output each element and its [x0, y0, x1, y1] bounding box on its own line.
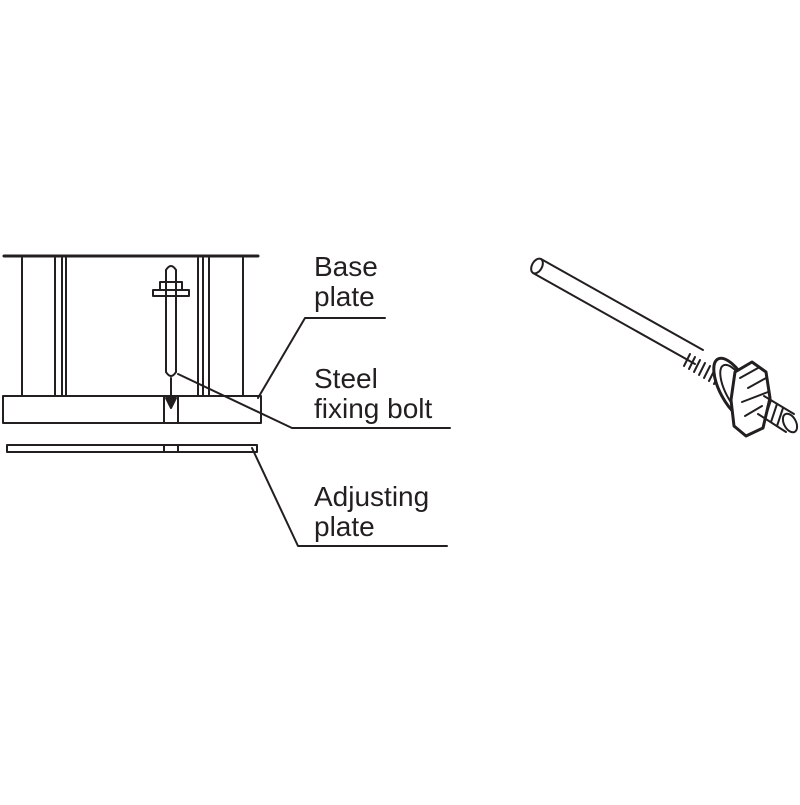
leader-adjusting-plate [251, 447, 448, 547]
steel-fixing-bolt-drawing [530, 257, 799, 438]
cabinet-frame-section [2, 254, 260, 397]
leader-base-plate [257, 317, 386, 399]
base-plate-label-line1: Base [314, 251, 378, 282]
fixing-bolt-section [152, 265, 190, 409]
leader-fixing-bolt [177, 373, 451, 429]
fixing-bolt-label-line1: Steel [314, 363, 378, 394]
adjusting-plate-label-line1: Adjusting [314, 481, 430, 512]
base-plate-section [2, 395, 262, 424]
adjusting-plate-section [6, 444, 258, 453]
fixing-bolt-label-line2: fixing bolt [314, 393, 433, 424]
adjusting-plate-label-line2: plate [314, 511, 375, 542]
base-plate-label-line2: plate [314, 281, 375, 312]
